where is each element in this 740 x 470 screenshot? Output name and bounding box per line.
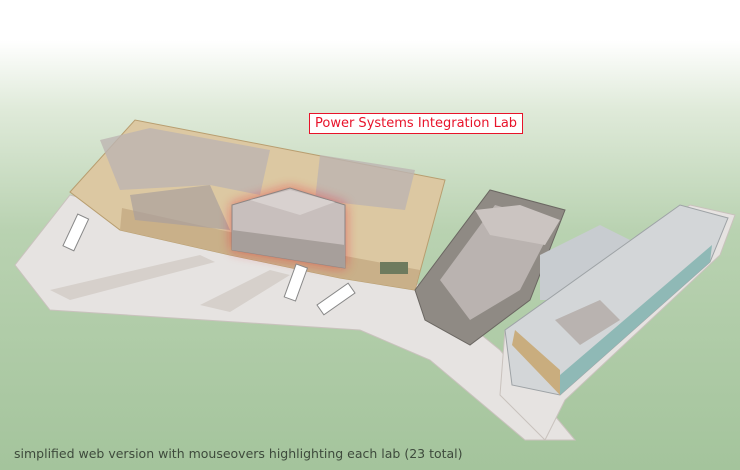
lab-power-systems-integration[interactable] <box>231 187 346 269</box>
center-building[interactable] <box>414 189 630 346</box>
right-building[interactable] <box>504 204 729 396</box>
caption: simplified web version with mouseovers h… <box>14 446 463 461</box>
trucks <box>62 213 356 316</box>
lab-tooltip: Power Systems Integration Lab <box>309 113 524 134</box>
main-building[interactable] <box>69 119 446 291</box>
window-band <box>380 262 408 274</box>
